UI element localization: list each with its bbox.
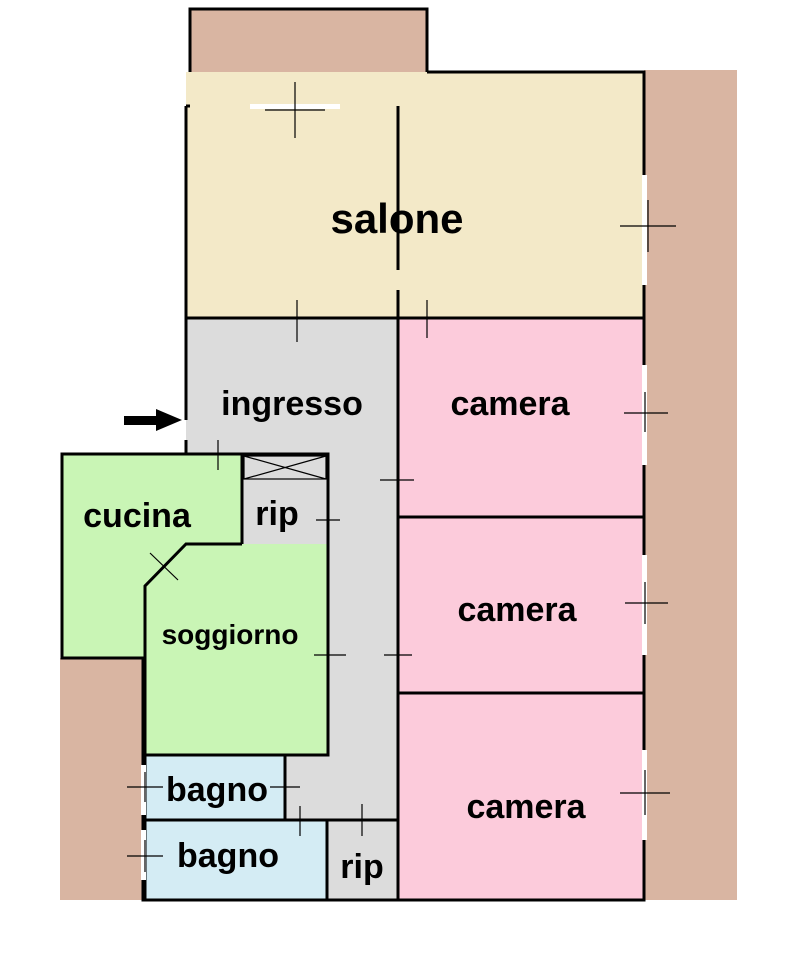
label-rip-1: rip <box>255 495 298 533</box>
label-camera-1: camera <box>450 385 570 423</box>
label-camera-2: camera <box>457 591 577 629</box>
room-soggiorno <box>145 544 328 755</box>
label-cucina: cucina <box>83 497 192 535</box>
label-camera-3: camera <box>466 788 586 826</box>
room-salone <box>186 72 644 318</box>
room-bagno-2 <box>145 820 327 900</box>
label-bagno-2: bagno <box>177 837 279 875</box>
terrace-right <box>644 70 737 900</box>
room-camera-3 <box>398 693 644 900</box>
label-salone: salone <box>330 195 463 242</box>
label-ingresso: ingresso <box>221 385 363 423</box>
room-camera-1 <box>398 318 644 517</box>
label-rip-2: rip <box>340 848 383 886</box>
room-bagno-1 <box>145 755 285 820</box>
room-camera-2 <box>398 517 644 693</box>
arrow-right-icon <box>124 409 182 431</box>
terrace-left <box>60 658 143 900</box>
label-soggiorno: soggiorno <box>162 619 299 650</box>
door-marks <box>127 82 676 872</box>
rip-cupboard-mark <box>243 455 327 480</box>
room-rip-1 <box>242 454 328 544</box>
label-bagno-1: bagno <box>166 771 268 809</box>
